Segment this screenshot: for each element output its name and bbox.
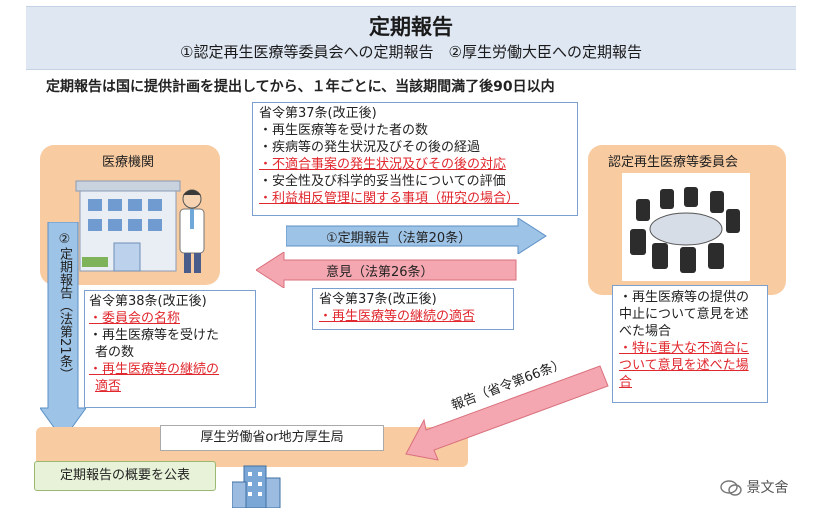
header-banner: 定期報告 ①認定再生医療等委員会への定期報告 ②厚生労働大臣への定期報告 (26, 6, 796, 70)
box-top-line-6: ・利益相反管理に関する事項（研究の場合） (259, 191, 520, 206)
article37-report-items-box: 省令第37条(改正後) ・再生医療等を受けた者の数 ・疾病等の発生状況及びその後… (252, 102, 578, 216)
hospital-icon (75, 180, 205, 273)
box-left-line-1: 省令第38条(改正後) (89, 294, 207, 309)
box-top-line-5: ・安全性及び科学的妥当性についての評価 (259, 174, 506, 189)
ministry-bureau-label: 厚生労働省or地方厚生局 (160, 425, 384, 451)
report2-vertical-label: ②定期報告（法第21条） (57, 232, 72, 381)
report1-label: ①定期報告（法第20条） (326, 231, 472, 246)
article38-report-items-box: 省令第38条(改正後) ・委員会の名称 ・再生医療等を受けた 者の数 ・再生医療… (84, 290, 256, 408)
intro-text: 定期報告は国に提供計画を提出してから、１年ごとに、当該期間満了後90日以内 (46, 79, 555, 95)
committee-title: 認定再生医療等委員会 (608, 155, 739, 170)
box-top-line-3: ・疾病等の発生状況及びその後の経過 (259, 140, 481, 155)
report2-vertical-arrow (40, 222, 86, 440)
committee-panel: 認定再生医療等委員会 (588, 145, 786, 295)
government-building-icon (232, 465, 281, 508)
report-diagonal-arrow (405, 365, 609, 461)
box-mid-line-1: 省令第37条(改正後) (319, 292, 437, 307)
box-top-line-2: ・再生医療等を受けた者の数 (259, 123, 429, 138)
box-mid-line-2: ・再生医療等の継続の適否 (319, 309, 476, 324)
report1-arrow (286, 218, 547, 254)
box-top-line-4: ・不適合事案の発生状況及びその後の対応 (259, 157, 507, 172)
doctor-icon (179, 189, 205, 273)
box-top-line-1: 省令第37条(改正後) (259, 106, 377, 121)
article37-continuation-box: 省令第37条(改正後) ・再生医療等の継続の適否 (312, 288, 514, 330)
box-right-line-1: ・再生医療等の提供の中止について意見を述べた場合 (619, 290, 750, 339)
box-right-line-2: ・特に重大な不適合について意見を述べた場合 (619, 341, 750, 390)
opinion-arrow (256, 252, 517, 288)
page-subtitle: ①認定再生医療等委員会への定期報告 ②厚生労働大臣への定期報告 (180, 43, 642, 61)
medical-institution-title: 医療機関 (102, 155, 155, 170)
committee-report-items-box: ・再生医療等の提供の中止について意見を述べた場合 ・特に重大な不適合について意見… (612, 285, 768, 403)
page-title: 定期報告 (369, 15, 453, 39)
box-left-line-5: ・再生医療等の継続の (89, 362, 220, 377)
box-left-line-6: 適否 (95, 379, 122, 394)
box-left-line-4: 者の数 (95, 345, 135, 360)
watermark-text: 景文舍 (746, 480, 789, 496)
wechat-icon (720, 480, 742, 496)
meeting-room-icon (622, 173, 750, 281)
box-left-line-2: ・委員会の名称 (89, 311, 181, 326)
watermark: 景文舍 (720, 477, 788, 497)
publish-summary-box: 定期報告の概要を公表 (34, 461, 216, 491)
box-left-line-3: ・再生医療等を受けた (89, 328, 220, 343)
opinion-label: 意見（法第26条） (326, 265, 434, 280)
